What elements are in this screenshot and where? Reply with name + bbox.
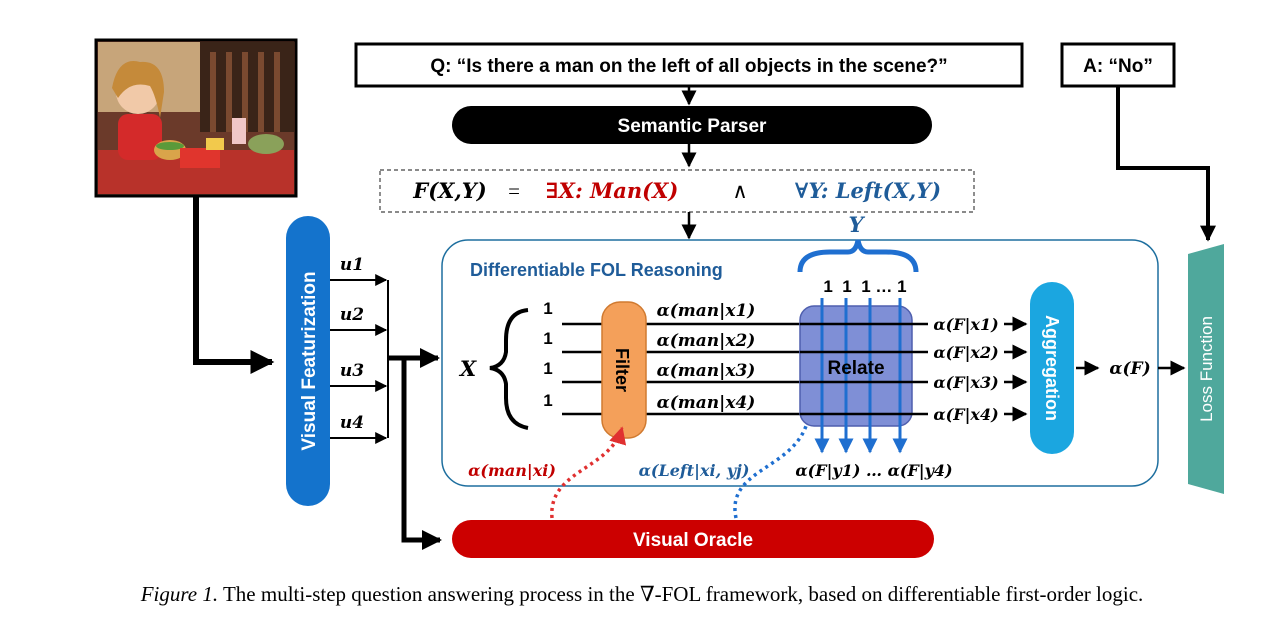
aggregation-box: [1030, 282, 1074, 454]
fol-reasoning-title: Differentiable FOL Reasoning: [470, 260, 723, 280]
answer-text: A: “No”: [1083, 56, 1153, 77]
y-outputs: α(F|y1) … α(F|y4): [795, 461, 952, 480]
caption-figure-number: Figure 1.: [140, 582, 219, 606]
diagram: Q: “Is there a man on the left of all ob…: [94, 38, 1224, 558]
x-one-3: 1: [543, 359, 552, 378]
x-variable-label: X: [458, 356, 477, 381]
visual-oracle-label: Visual Oracle: [633, 530, 753, 551]
visual-featurization-box: [286, 216, 330, 506]
filter-label: Filter: [612, 348, 632, 392]
feature-u1: u1: [340, 255, 364, 275]
x-one-2: 1: [543, 329, 552, 348]
x-one-1: 1: [543, 299, 552, 318]
relate-output-2: α(F|x2): [933, 343, 998, 362]
oracle-to-relate-link: [733, 425, 808, 519]
relate-output-3: α(F|x3): [933, 373, 998, 392]
y-ones: 1 1 1 … 1: [823, 277, 906, 296]
aggregation-label: Aggregation: [1042, 315, 1062, 421]
relate-box: [799, 305, 913, 427]
feature-u3: u3: [340, 361, 364, 381]
filter-output-2: α(man|x2): [657, 331, 756, 351]
feature-u4: u4: [340, 413, 364, 433]
question-text: Q: “Is there a man on the left of all ob…: [430, 56, 947, 77]
x-one-4: 1: [543, 391, 552, 410]
loss-function-label: Loss Function: [1197, 316, 1216, 422]
y-variable-label: Y: [849, 212, 866, 237]
formula-equals: =: [508, 179, 520, 203]
oracle-man-label: α(man|xi): [468, 461, 556, 480]
oracle-left-label: α(Left|xi, yj): [639, 461, 750, 480]
formula-forall: ∀Y: Left(X,Y): [795, 178, 941, 203]
formula-and: ∧: [732, 179, 747, 203]
x-brace: [489, 308, 529, 430]
y-brace: [797, 239, 919, 273]
filter-output-4: α(man|x4): [657, 393, 756, 413]
feature-arrows: [330, 274, 389, 444]
scene-image: [94, 38, 298, 198]
loss-function-box: [1188, 244, 1224, 494]
filter-output-1: α(man|x1): [657, 301, 756, 321]
feature-u2: u2: [340, 305, 364, 325]
relate-output-arrows: [912, 316, 1028, 422]
final-output: α(F): [1109, 359, 1150, 379]
visual-featurization-label: Visual Featurization: [299, 271, 320, 450]
visual-oracle-box: [452, 520, 934, 558]
answer-box: [1060, 42, 1176, 88]
relate-rows: [800, 322, 912, 416]
filter-output-3: α(man|x3): [657, 361, 756, 381]
semantic-parser-label: Semantic Parser: [618, 116, 768, 137]
answer-to-loss-arrow: [1116, 86, 1216, 242]
relate-output-4: α(F|x4): [933, 405, 998, 424]
formula-lhs: F(X,Y): [412, 178, 486, 203]
relate-label: Relate: [827, 358, 884, 379]
oracle-to-filter-link: [550, 426, 627, 519]
formula-exists: ∃X: Man(X): [546, 178, 679, 203]
formula-box: [379, 169, 975, 213]
relate-output-1: α(F|x1): [933, 315, 998, 334]
image-to-featurization-arrow: [193, 196, 275, 374]
figure-caption: Figure 1. The multi-step question answer…: [0, 582, 1284, 607]
semantic-parser-box: [452, 106, 932, 144]
caption-text: The multi-step question answering proces…: [218, 582, 1144, 606]
features-to-oracle-arrow: [401, 358, 442, 550]
